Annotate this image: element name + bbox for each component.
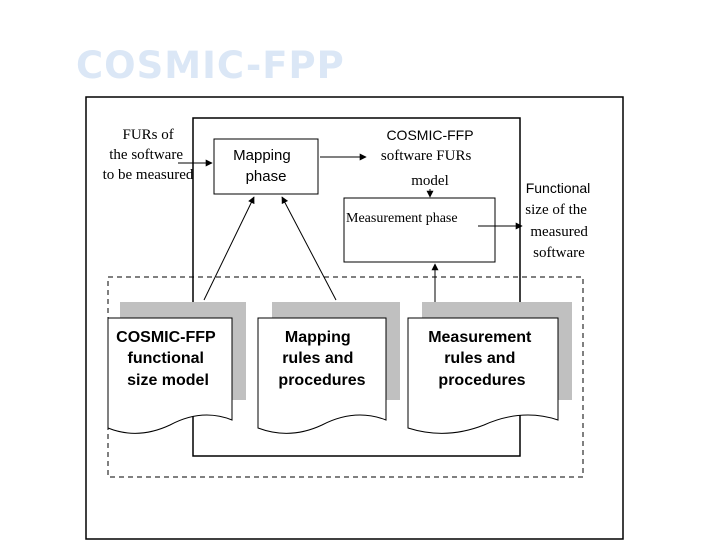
- document-measurement-rules: Measurement rules and procedures: [407, 302, 572, 434]
- fur-input-label: FURs of the software to be measured: [103, 127, 194, 183]
- fur-model-label-line1: COSMIC-FFP: [386, 127, 473, 143]
- mapping-phase-label: Mapping phase: [233, 147, 295, 185]
- measurement-phase-label: Measurement phase: [346, 211, 458, 226]
- process-box: [192, 117, 521, 457]
- document-shape: [107, 317, 233, 434]
- foundation-dashed-box: [107, 276, 584, 478]
- document-label: Measurement rules and procedures: [428, 329, 536, 389]
- mapping-phase-box: [213, 138, 319, 195]
- functional-size-label: size of the measured software: [525, 202, 591, 261]
- document-mapping-rules: Mapping rules and procedures: [257, 302, 400, 434]
- arrow-mapping-rules-to-mapping: [281, 196, 337, 301]
- arrow-size-model-to-mapping: [203, 196, 255, 301]
- fur-model-label: software FURs model: [381, 148, 475, 189]
- functional-size-label-line1: Functional: [526, 180, 591, 196]
- document-size-model: COSMIC-FFP functional size model: [107, 302, 246, 434]
- slide-title: COSMIC-FPP: [76, 44, 345, 87]
- measurement-phase-box: [343, 197, 496, 263]
- outer-frame: [85, 96, 624, 540]
- document-label: Mapping rules and procedures: [278, 329, 365, 389]
- document-shape: [407, 317, 559, 434]
- document-shape: [257, 317, 387, 434]
- document-label: COSMIC-FFP functional size model: [116, 329, 220, 389]
